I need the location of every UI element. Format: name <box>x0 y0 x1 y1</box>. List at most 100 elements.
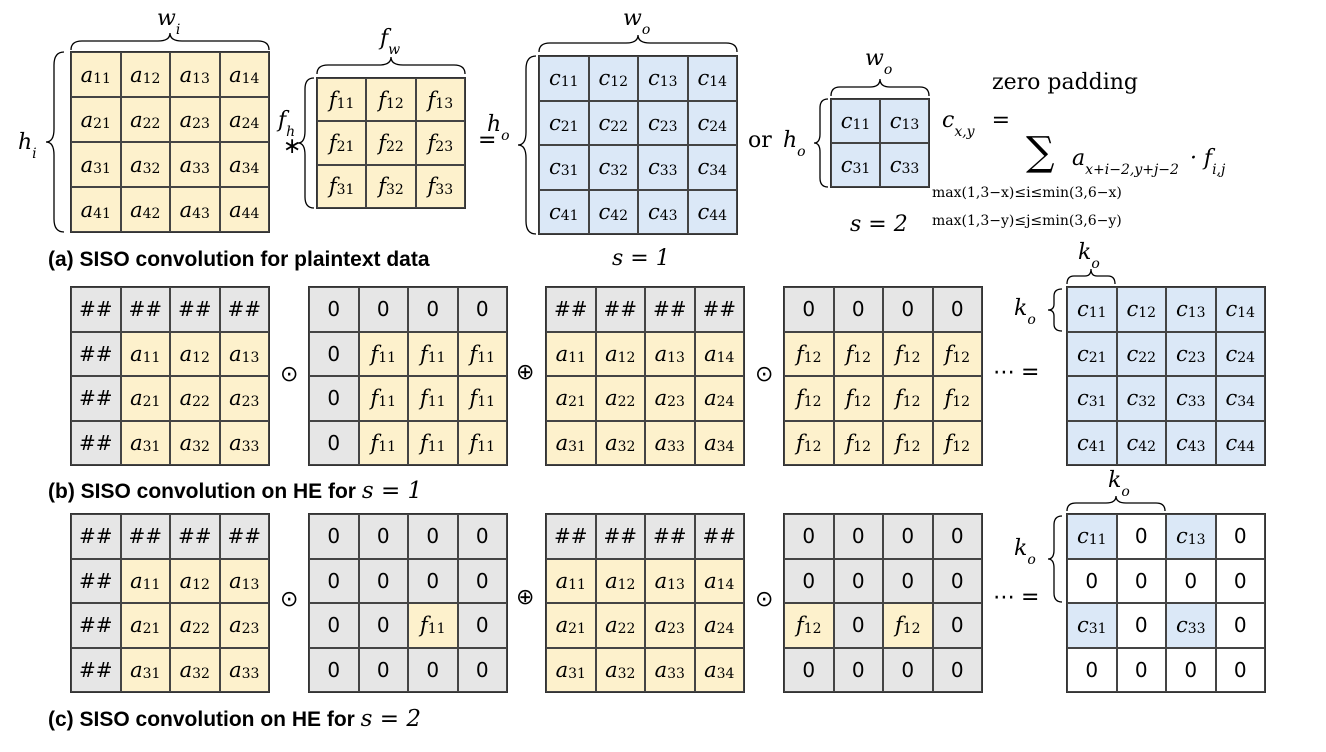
matrix-cell: 0 <box>833 558 883 603</box>
matrix-cell: 0 <box>457 558 507 603</box>
matrix-cell: ## <box>71 331 121 376</box>
summation-term: ax+i−2,y+j−2 · fi,j <box>1072 146 1226 179</box>
or-label: or <box>748 128 772 153</box>
brace-k-o-s1-left <box>1047 288 1063 332</box>
equals-operator: = <box>478 128 497 153</box>
label-w-o-stride2: wo <box>865 46 893 79</box>
matrix-cell: 0 <box>784 287 834 332</box>
label-k-o-s1-left: ko <box>1014 296 1036 329</box>
label-k-o-s2-top: ko <box>1108 468 1130 501</box>
caption-b: (b) SISO convolution on HE for s = 1 <box>48 478 423 504</box>
matrix-cell: ## <box>71 514 121 559</box>
matrix-cell: 0 <box>833 647 883 692</box>
hadamard-operator-2-s2: ⊙ <box>755 587 774 612</box>
matrix-cell: 0 <box>1116 558 1166 603</box>
matrix-cell: ## <box>694 287 744 332</box>
summation-sign: ∑ <box>1026 129 1055 175</box>
matrix-cell: 0 <box>932 647 982 692</box>
matrix-cell: 0 <box>309 331 359 376</box>
matrix-cell: ## <box>694 514 744 559</box>
hadamard-operator-1-s2: ⊙ <box>280 587 299 612</box>
matrix-cell: 0 <box>932 514 982 559</box>
brace-k-o-s2-left <box>1047 515 1063 603</box>
matrix-cell: 0 <box>784 514 834 559</box>
matrix-cell: 0 <box>309 376 359 421</box>
matrix-cell: 0 <box>1166 558 1216 603</box>
brace-k-o-s1-top <box>1066 268 1116 285</box>
matrix-cell: 0 <box>1215 514 1265 559</box>
caption-a: (a) SISO convolution for plaintext data <box>48 248 430 271</box>
label-k-o-s1-top: ko <box>1078 240 1100 273</box>
matrix-cell: 0 <box>784 647 834 692</box>
matrix-cell: ## <box>71 420 121 465</box>
matrix-cell: ## <box>71 603 121 648</box>
matrix-cell: ## <box>71 558 121 603</box>
matrix-cell: 0 <box>1116 647 1166 692</box>
matrix-cell: 0 <box>1215 647 1265 692</box>
brace-w-o <box>538 34 738 53</box>
label-k-o-s2-left: ko <box>1014 536 1036 569</box>
matrix-cell: 0 <box>309 647 359 692</box>
matrix-cell: 0 <box>883 287 933 332</box>
label-h-o: ho <box>487 112 510 145</box>
caption-c: (c) SISO convolution on HE for s = 2 <box>48 706 422 732</box>
